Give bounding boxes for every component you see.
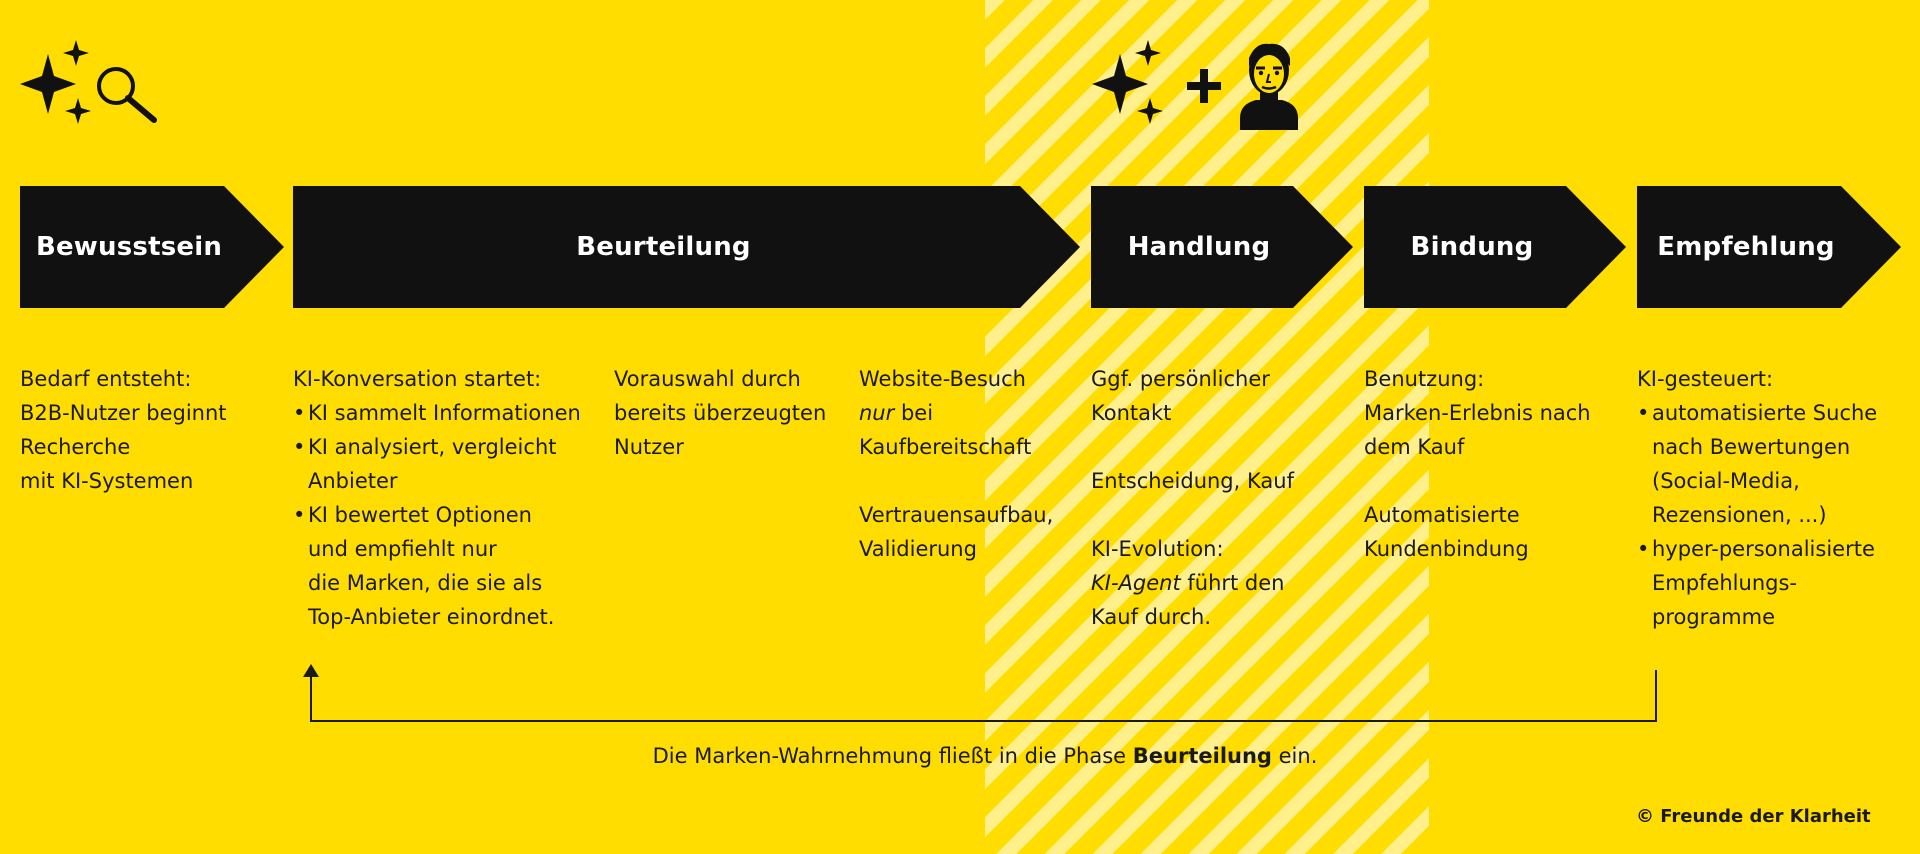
bullet-list: KI sammelt Informationen KI analysiert, …: [293, 396, 613, 634]
text-line: Recherche: [20, 435, 131, 459]
text-line: Kauf durch.: [1091, 605, 1211, 629]
text-fragment: bei: [894, 401, 934, 425]
column-website: Website-Besuch nur bei Kaufbereitschaft …: [859, 362, 1084, 566]
phase-arrow-bewusstsein: Bewusstsein: [20, 186, 284, 308]
text-line: Entscheidung, Kauf: [1091, 469, 1294, 493]
text-line: Validierung: [859, 537, 977, 561]
list-item: KI sammelt Informationen: [293, 396, 613, 430]
phase-arrow-empfehlung: Empfehlung: [1637, 186, 1901, 308]
text-line: nur bei: [859, 396, 1084, 430]
text-line: programme: [1652, 605, 1776, 629]
phase-label: Beurteilung: [576, 232, 751, 262]
column-vorauswahl: Vorauswahl durch bereits überzeugten Nut…: [614, 362, 854, 464]
column-heading: KI-Konversation startet:: [293, 367, 542, 391]
phase-label: Handlung: [1127, 232, 1271, 262]
text-line: Empfehlungs-: [1652, 571, 1797, 595]
list-item: hyper-personalisierte Empfehlungs- progr…: [1637, 532, 1907, 634]
text-line: bereits überzeugten: [614, 401, 827, 425]
sparkles-icon: [20, 40, 91, 124]
text-line: und empfiehlt nur: [308, 537, 497, 561]
text-line: B2B-Nutzer beginnt: [20, 401, 227, 425]
text-line: Kaufbereitschaft: [859, 435, 1032, 459]
column-empfehlung: KI-gesteuert: automatisierte Suche nach …: [1637, 362, 1907, 634]
magnifier-icon: [97, 67, 157, 123]
text-line: Benutzung:: [1364, 367, 1485, 391]
text-line: (Social-Media,: [1652, 469, 1800, 493]
list-item: KI analysiert, vergleicht Anbieter: [293, 430, 613, 498]
text-line: Anbieter: [308, 469, 398, 493]
feedback-caption: Die Marken-Wahrnehmung fließt in die Pha…: [560, 744, 1410, 768]
column-bindung: Benutzung: Marken-Erlebnis nach dem Kauf…: [1364, 362, 1632, 566]
emphasis: KI-Agent: [1091, 571, 1181, 595]
column-handlung: Ggf. persönlicher Kontakt Entscheidung, …: [1091, 362, 1356, 634]
caption-text: ein.: [1271, 744, 1318, 768]
text-line: mit KI-Systemen: [20, 469, 194, 493]
phase-arrow-handlung: Handlung: [1091, 186, 1353, 308]
text-line: Kontakt: [1091, 401, 1172, 425]
feedback-loop-line: [310, 670, 1657, 722]
text-line: Rezensionen, ...): [1652, 503, 1827, 527]
text-line: automatisierte Suche: [1652, 401, 1878, 425]
text-line: dem Kauf: [1364, 435, 1465, 459]
text-line: Ggf. persönlicher: [1091, 367, 1270, 391]
phase-label: Bindung: [1410, 232, 1534, 262]
phase-arrow-beurteilung: Beurteilung: [293, 186, 1080, 308]
text-line: Top-Anbieter einordnet.: [308, 605, 555, 629]
text-line: KI-Evolution:: [1091, 537, 1224, 561]
plus-icon: [1187, 69, 1221, 103]
column-bewusstsein: Bedarf entsteht: B2B-Nutzer beginnt Rech…: [20, 362, 280, 498]
column-ki-konversation: KI-Konversation startet: KI sammelt Info…: [293, 362, 613, 634]
text-line: Website-Besuch: [859, 367, 1026, 391]
text-line: hyper-personalisierte: [1652, 537, 1875, 561]
phase-label: Bewusstsein: [35, 232, 223, 262]
text-line: KI sammelt Informationen: [308, 401, 581, 425]
emphasis: nur: [859, 401, 895, 425]
text-line: Vertrauensaufbau,: [859, 503, 1054, 527]
text-fragment: führt den: [1180, 571, 1285, 595]
list-item: KI bewertet Optionen und empfiehlt nur d…: [293, 498, 613, 634]
text-line: KI-Agent führt den: [1091, 566, 1356, 600]
person-icon: [1240, 43, 1298, 130]
text-line: Nutzer: [614, 435, 684, 459]
text-line: KI bewertet Optionen: [308, 503, 532, 527]
copyright-notice: © Freunde der Klarheit: [1636, 806, 1871, 827]
text-line: die Marken, die sie als: [308, 571, 543, 595]
text-line: Marken-Erlebnis nach: [1364, 401, 1591, 425]
list-item: automatisierte Suche nach Bewertungen (S…: [1637, 396, 1907, 532]
text-line: Automatisierte: [1364, 503, 1520, 527]
column-heading: KI-gesteuert:: [1637, 367, 1774, 391]
text-line: KI analysiert, vergleicht: [308, 435, 557, 459]
phase-arrow-bindung: Bindung: [1364, 186, 1626, 308]
bullet-list: automatisierte Suche nach Bewertungen (S…: [1637, 396, 1907, 634]
text-line: Vorauswahl durch: [614, 367, 801, 391]
phase-label: Empfehlung: [1657, 232, 1835, 262]
text-line: Bedarf entsteht:: [20, 367, 192, 391]
highlight-stripes: [985, 0, 1429, 854]
arrowhead-icon: [303, 664, 319, 677]
caption-bold: Beurteilung: [1132, 744, 1272, 768]
caption-text: Die Marken-Wahrnehmung fließt in die Pha…: [652, 744, 1133, 768]
text-line: nach Bewertungen: [1652, 435, 1851, 459]
sparkles-icon: [1092, 40, 1163, 124]
text-line: Kundenbindung: [1364, 537, 1529, 561]
